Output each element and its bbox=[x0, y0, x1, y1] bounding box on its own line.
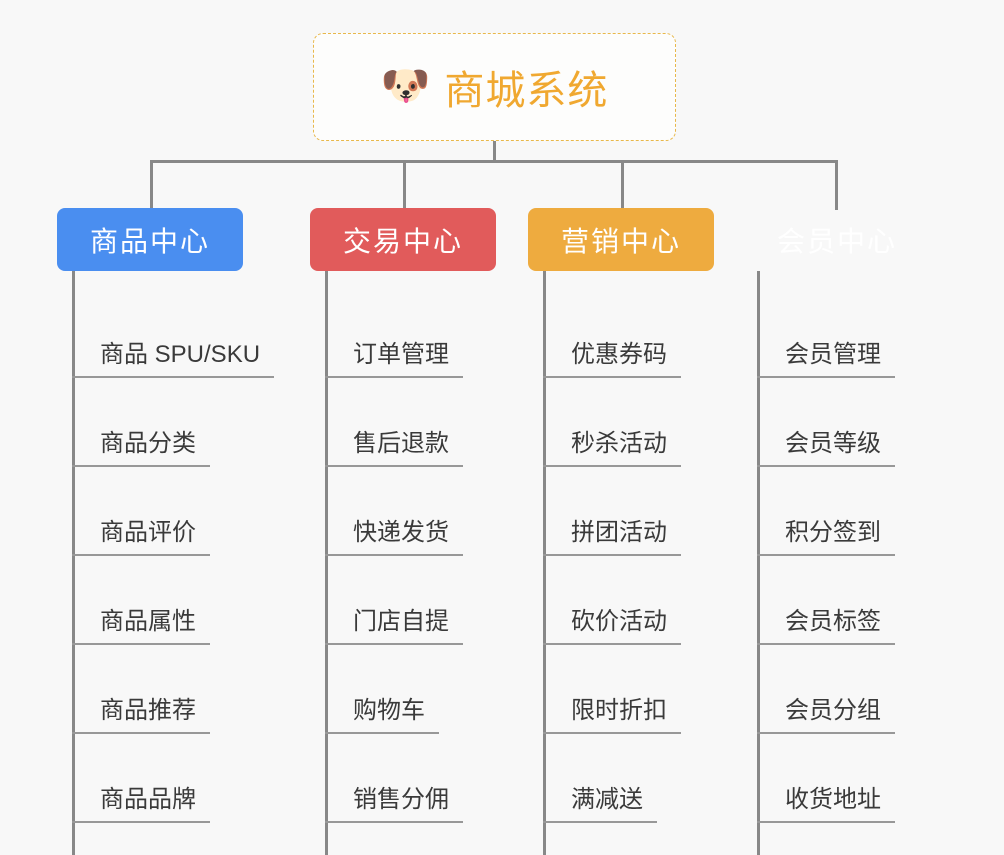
leaf-label: 商品属性 bbox=[72, 608, 210, 645]
leaf-item[interactable]: 商品评价 bbox=[72, 467, 274, 556]
leaf-label: 商品推荐 bbox=[72, 697, 210, 734]
branch-header-2[interactable]: 交易中心 bbox=[310, 208, 496, 271]
leaf-label: 商品品牌 bbox=[72, 786, 210, 823]
leaf-item[interactable]: 快递发货 bbox=[325, 467, 496, 556]
leaf-item[interactable]: 秒杀活动 bbox=[543, 378, 714, 467]
dog-face-icon: 🐶 bbox=[380, 64, 431, 108]
leaf-item[interactable]: 优惠券码 bbox=[543, 289, 714, 378]
connector-leg-3 bbox=[621, 160, 624, 210]
branch-商品中心: 商品中心 商品 SPU/SKU 商品分类 商品评价 商品属性 商品推荐 商品品牌 bbox=[57, 208, 275, 855]
connector-spine-3 bbox=[543, 271, 546, 855]
branch-header-label-1: 商品中心 bbox=[89, 225, 210, 257]
branch-营销中心: 营销中心 优惠券码 秒杀活动 拼团活动 砍价活动 限时折扣 满减送 bbox=[528, 208, 714, 855]
leaf-item[interactable]: 商品品牌 bbox=[72, 734, 274, 823]
leaf-label: 秒杀活动 bbox=[543, 430, 681, 467]
leaf-item[interactable]: 拼团活动 bbox=[543, 467, 714, 556]
branch-header-label-2: 交易中心 bbox=[342, 225, 463, 257]
root-node[interactable]: 🐶 商城系统 bbox=[313, 33, 676, 141]
leaf-label: 门店自提 bbox=[325, 608, 463, 645]
leaf-label: 会员标签 bbox=[757, 608, 895, 645]
leaf-list-1: 商品 SPU/SKU 商品分类 商品评价 商品属性 商品推荐 商品品牌 bbox=[57, 271, 275, 855]
leaf-item[interactable]: 购物车 bbox=[325, 645, 496, 734]
leaf-item[interactable]: 积分签到 bbox=[757, 467, 932, 556]
leaf-item[interactable]: 售后退款 bbox=[325, 378, 496, 467]
root-title: 商城系统 bbox=[444, 69, 609, 113]
leaf-label: 优惠券码 bbox=[543, 341, 681, 378]
leaf-label: 会员等级 bbox=[757, 430, 895, 467]
leaf-label: 会员分组 bbox=[757, 697, 895, 734]
leaf-label: 砍价活动 bbox=[543, 608, 681, 645]
leaf-list-3: 优惠券码 秒杀活动 拼团活动 砍价活动 限时折扣 满减送 bbox=[528, 271, 714, 855]
leaf-label: 积分签到 bbox=[757, 519, 895, 556]
leaf-item[interactable]: 限时折扣 bbox=[543, 645, 714, 734]
branch-会员中心: 会员中心 会员管理 会员等级 积分签到 会员标签 会员分组 收货地址 bbox=[742, 208, 932, 855]
connector-spine-2 bbox=[325, 271, 328, 855]
connector-leg-4 bbox=[835, 160, 838, 210]
leaf-label: 售后退款 bbox=[325, 430, 463, 467]
connector-root-stem bbox=[493, 141, 496, 162]
connector-leg-1 bbox=[150, 160, 153, 210]
leaf-list-2: 订单管理 售后退款 快递发货 门店自提 购物车 销售分佣 bbox=[310, 271, 496, 855]
leaf-label: 收货地址 bbox=[757, 786, 895, 823]
leaf-label: 购物车 bbox=[325, 697, 439, 734]
leaf-item[interactable]: 砍价活动 bbox=[543, 556, 714, 645]
leaf-item[interactable]: 会员标签 bbox=[757, 556, 932, 645]
branch-header-1[interactable]: 商品中心 bbox=[57, 208, 243, 271]
leaf-item[interactable]: 会员分组 bbox=[757, 645, 932, 734]
branch-header-label-3: 营销中心 bbox=[560, 225, 681, 257]
leaf-item[interactable]: 商品 SPU/SKU bbox=[72, 289, 275, 378]
leaf-label: 销售分佣 bbox=[325, 786, 463, 823]
leaf-label: 拼团活动 bbox=[543, 519, 681, 556]
leaf-item[interactable]: 门店自提 bbox=[325, 556, 496, 645]
leaf-item[interactable]: 订单管理 bbox=[325, 289, 496, 378]
branch-交易中心: 交易中心 订单管理 售后退款 快递发货 门店自提 购物车 销售分佣 bbox=[310, 208, 496, 855]
branch-header-3[interactable]: 营销中心 bbox=[528, 208, 714, 271]
leaf-item[interactable]: 销售分佣 bbox=[325, 734, 496, 823]
leaf-item[interactable]: 商品推荐 bbox=[72, 645, 274, 734]
connector-spine-1 bbox=[72, 271, 75, 855]
leaf-label: 会员管理 bbox=[757, 341, 895, 378]
leaf-label: 订单管理 bbox=[325, 341, 463, 378]
leaf-list-4: 会员管理 会员等级 积分签到 会员标签 会员分组 收货地址 bbox=[742, 271, 932, 855]
leaf-item[interactable]: 商品分类 bbox=[72, 378, 274, 467]
branch-header-4[interactable]: 会员中心 bbox=[742, 208, 932, 271]
leaf-label: 满减送 bbox=[543, 786, 657, 823]
connector-leg-2 bbox=[403, 160, 406, 210]
leaf-item[interactable]: 会员等级 bbox=[757, 378, 932, 467]
leaf-label: 限时折扣 bbox=[543, 697, 681, 734]
leaf-item[interactable]: 商品属性 bbox=[72, 556, 274, 645]
leaf-label: 商品评价 bbox=[72, 519, 210, 556]
connector-bus-bar bbox=[150, 160, 838, 163]
leaf-item[interactable]: 满减送 bbox=[543, 734, 714, 823]
leaf-item[interactable]: 收货地址 bbox=[757, 734, 932, 823]
leaf-label: 商品 SPU/SKU bbox=[72, 341, 275, 378]
branch-header-label-4: 会员中心 bbox=[776, 225, 897, 257]
leaf-item[interactable]: 会员管理 bbox=[757, 289, 932, 378]
leaf-label: 快递发货 bbox=[325, 519, 463, 556]
connector-spine-4 bbox=[757, 271, 760, 855]
leaf-label: 商品分类 bbox=[72, 430, 210, 467]
